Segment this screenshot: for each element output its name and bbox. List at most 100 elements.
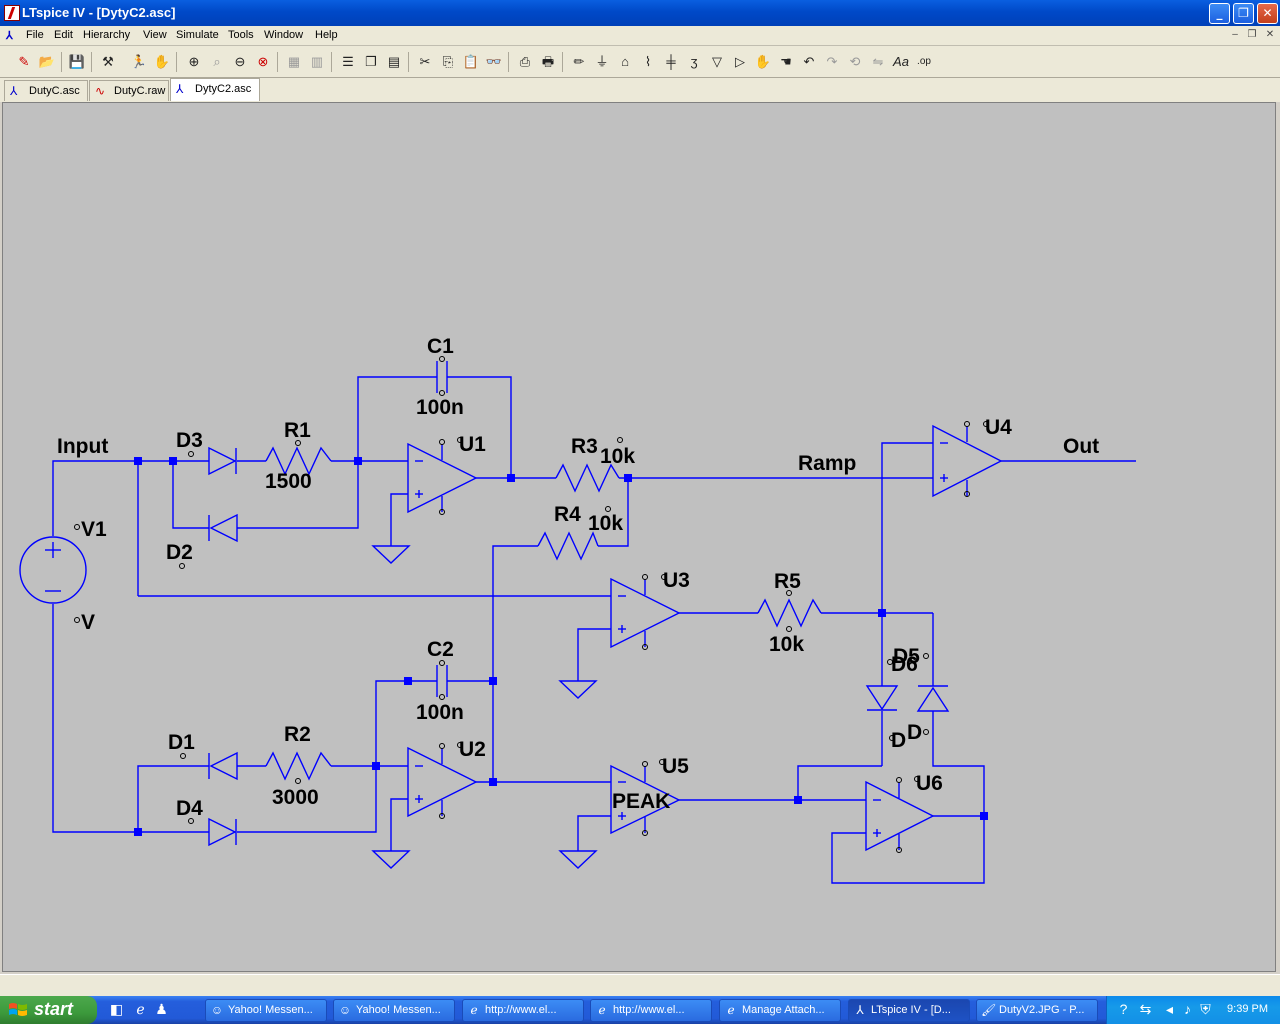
menu-simulate[interactable]: Simulate [176, 29, 219, 41]
cascade-icon[interactable]: ❐ [365, 54, 377, 69]
menu-edit[interactable]: Edit [54, 29, 73, 41]
document-tabs: ⅄ DutyC.asc ∿ DutyC.raw ⅄ DytyC2.asc [0, 78, 1280, 102]
start-button[interactable]: start [0, 996, 97, 1024]
windows-flag-icon [9, 1003, 27, 1016]
close-button[interactable]: ✕ [1257, 3, 1278, 24]
zoom-pan-icon[interactable]: ⌕ [213, 54, 221, 69]
task-paint[interactable]: 🖌 DutyV2.JPG - P... [976, 999, 1098, 1022]
net-label-out: Out [1063, 435, 1099, 458]
drag-icon[interactable]: ☚ [780, 54, 792, 69]
task-ie-1[interactable]: ℯ http://www.el... [462, 999, 584, 1022]
task-yahoo-2[interactable]: ☺ Yahoo! Messen... [333, 999, 455, 1022]
security-icon[interactable]: ⛨ [1200, 1001, 1211, 1017]
messenger-icon[interactable]: ♟ [155, 1001, 168, 1017]
pin-markers [74, 356, 989, 853]
start-label: start [34, 999, 74, 1019]
menu-tools[interactable]: Tools [228, 29, 254, 41]
restore-button[interactable]: ❐ [1233, 3, 1254, 24]
cut-icon[interactable]: ✂ [419, 54, 431, 69]
halt-icon[interactable]: ✋ [153, 54, 171, 69]
zoom-in-icon[interactable]: ⊕ [188, 54, 200, 69]
pick-traces-icon[interactable]: ▥ [310, 54, 324, 69]
move-icon[interactable]: ✋ [754, 54, 772, 69]
paste-icon[interactable]: 📋 [462, 54, 480, 69]
task-yahoo-1[interactable]: ☺ Yahoo! Messen... [205, 999, 327, 1022]
paint-icon: 🖌 [981, 1003, 997, 1017]
label-u1: U1 [459, 433, 486, 456]
yahoo-icon: ☺ [210, 1003, 224, 1017]
label-r2: R2 [284, 723, 311, 746]
resistor-icon[interactable]: ⌇ [644, 54, 652, 69]
ground-icon[interactable]: ⏚ [595, 54, 609, 69]
schematic-drawing[interactable]: C1 100n Input D3 R1 1500 U1 R3 10k Ramp … [3, 103, 1277, 973]
doc-restore-button[interactable]: ❐ [1247, 29, 1257, 40]
network-icon[interactable]: ⇆ [1139, 1001, 1152, 1017]
ie-icon: ℯ [727, 1003, 735, 1017]
tab-dutyc-asc[interactable]: ⅄ DutyC.asc [4, 80, 88, 101]
menu-view[interactable]: View [143, 29, 167, 41]
label-d6: D6 [891, 653, 918, 676]
component-icon[interactable]: ▷ [735, 54, 745, 69]
spice-directive-icon[interactable]: .op [917, 56, 931, 67]
inductor-icon[interactable]: ʒ [690, 54, 698, 69]
find-icon[interactable]: 👓 [485, 54, 503, 69]
zoom-out-icon[interactable]: ⊖ [234, 54, 246, 69]
print-icon[interactable]: 🖶 [541, 54, 555, 69]
doc-minimize-button[interactable]: – [1232, 29, 1238, 40]
task-label: http://www.el... [485, 1004, 557, 1016]
save-icon[interactable]: 💾 [68, 54, 86, 69]
run-icon[interactable]: 🏃 [130, 54, 148, 69]
draw-wire-icon[interactable]: ✏ [573, 54, 585, 69]
menu-file[interactable]: File [26, 29, 44, 41]
tab-dutyc-raw[interactable]: ∿ DutyC.raw [89, 80, 169, 101]
task-manage-attachments[interactable]: ℯ Manage Attach... [719, 999, 841, 1022]
copy-icon[interactable]: ⎘ [442, 54, 454, 69]
new-schematic-icon[interactable]: ✎ [18, 54, 30, 69]
diode-icon[interactable]: ▽ [712, 54, 722, 69]
help-icon[interactable]: ? [1119, 1001, 1128, 1017]
label-u3: U3 [663, 569, 690, 592]
menu-bar: ⅄ File Edit Hierarchy View Simulate Tool… [0, 26, 1280, 46]
label-r1-value: 1500 [265, 470, 312, 493]
menu-hierarchy[interactable]: Hierarchy [83, 29, 131, 41]
label-r5: R5 [774, 570, 801, 593]
autorange-icon[interactable]: ▦ [287, 54, 301, 69]
menu-help[interactable]: Help [315, 29, 338, 41]
minimize-button[interactable]: _ [1209, 3, 1230, 24]
ltspice-app-icon[interactable] [4, 5, 20, 21]
doc-close-button[interactable]: ✕ [1265, 29, 1275, 40]
label-u5: U5 [662, 755, 689, 778]
tray-expand-icon[interactable]: ◂ [1165, 1001, 1174, 1017]
menu-window[interactable]: Window [264, 29, 304, 41]
label-v1: V1 [81, 518, 107, 541]
task-ie-2[interactable]: ℯ http://www.el... [590, 999, 712, 1022]
task-ltspice[interactable]: ⅄ LTspice IV - [D... [848, 999, 970, 1022]
tab-dytyc2-asc[interactable]: ⅄ DytyC2.asc [170, 78, 260, 101]
document-icon[interactable]: ⅄ [6, 30, 13, 42]
mirror-icon[interactable]: ⇋ [872, 54, 884, 69]
system-tray: ? ⇆ ◂ ♪ ⛨ 9:39 PM [1106, 996, 1280, 1024]
schematic-canvas[interactable]: C1 100n Input D3 R1 1500 U1 R3 10k Ramp … [2, 102, 1276, 972]
open-icon[interactable]: 📂 [38, 54, 56, 69]
task-label: Manage Attach... [742, 1004, 825, 1016]
control-panel-icon[interactable]: ⚒ [102, 54, 114, 69]
capacitor-icon[interactable]: ╪ [666, 54, 676, 69]
toolbar: ✎ 📂 💾 ⚒ 🏃 ✋ ⊕ ⌕ ⊖ ⊗ ▦ ▥ ☰ ❐ ▤ ✂ ⎘ 📋 👓 ⎙ … [0, 46, 1280, 78]
text-icon[interactable]: Aa [893, 54, 909, 69]
label-d4: D4 [176, 797, 203, 820]
schematic-icon: ⅄ [176, 82, 184, 96]
tile-vertical-icon[interactable]: ▤ [387, 54, 401, 69]
label-net-icon[interactable]: ⌂ [621, 54, 629, 69]
net-label-input: Input [57, 435, 108, 458]
volume-icon[interactable]: ♪ [1184, 1001, 1191, 1017]
show-desktop-icon[interactable]: ◧ [109, 1001, 124, 1017]
component-labels: C1 100n Input D3 R1 1500 U1 R3 10k Ramp … [57, 335, 1099, 820]
redo-icon[interactable]: ↷ [826, 54, 838, 69]
ie-icon[interactable]: ℯ [136, 1001, 145, 1017]
zoom-fit-icon[interactable]: ⊗ [257, 54, 269, 69]
print-setup-icon[interactable]: ⎙ [519, 54, 531, 69]
components [19, 361, 1003, 869]
undo-icon[interactable]: ↶ [803, 54, 815, 69]
tile-horizontal-icon[interactable]: ☰ [342, 54, 354, 69]
rotate-icon[interactable]: ⟲ [849, 54, 861, 69]
